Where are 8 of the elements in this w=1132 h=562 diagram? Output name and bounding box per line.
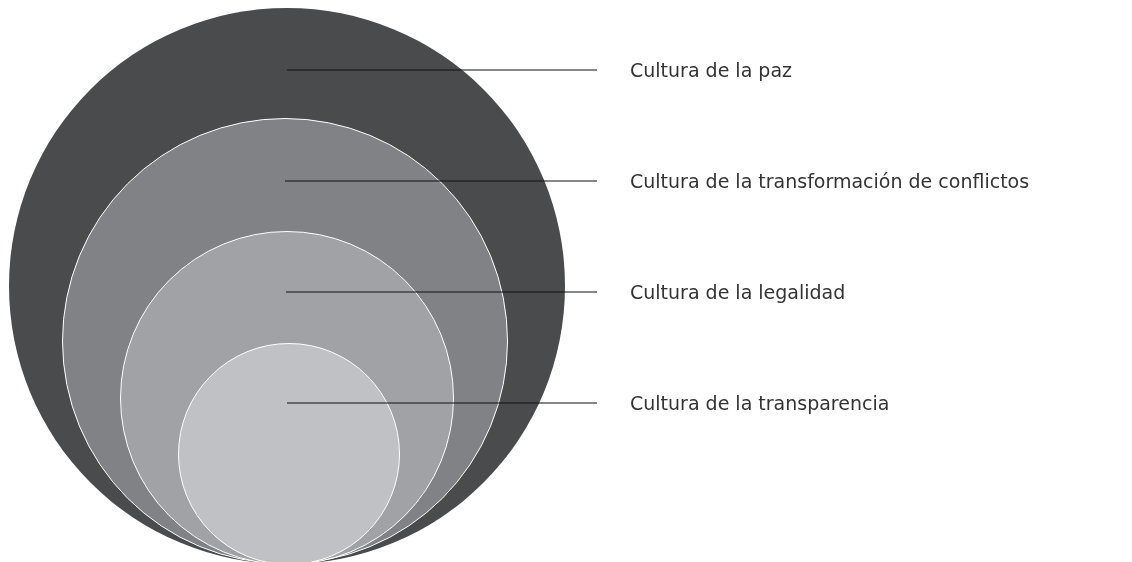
label-text: Cultura de la paz — [630, 58, 792, 82]
label-text: Cultura de la transparencia — [630, 391, 890, 415]
label-text: Cultura de la transformación de conflictos — [630, 169, 1030, 193]
leader-line — [284, 180, 598, 182]
leader-line — [286, 69, 598, 71]
label-text: Cultura de la legalidad — [630, 280, 846, 304]
leader-line — [285, 291, 598, 293]
leader-line — [286, 402, 598, 404]
